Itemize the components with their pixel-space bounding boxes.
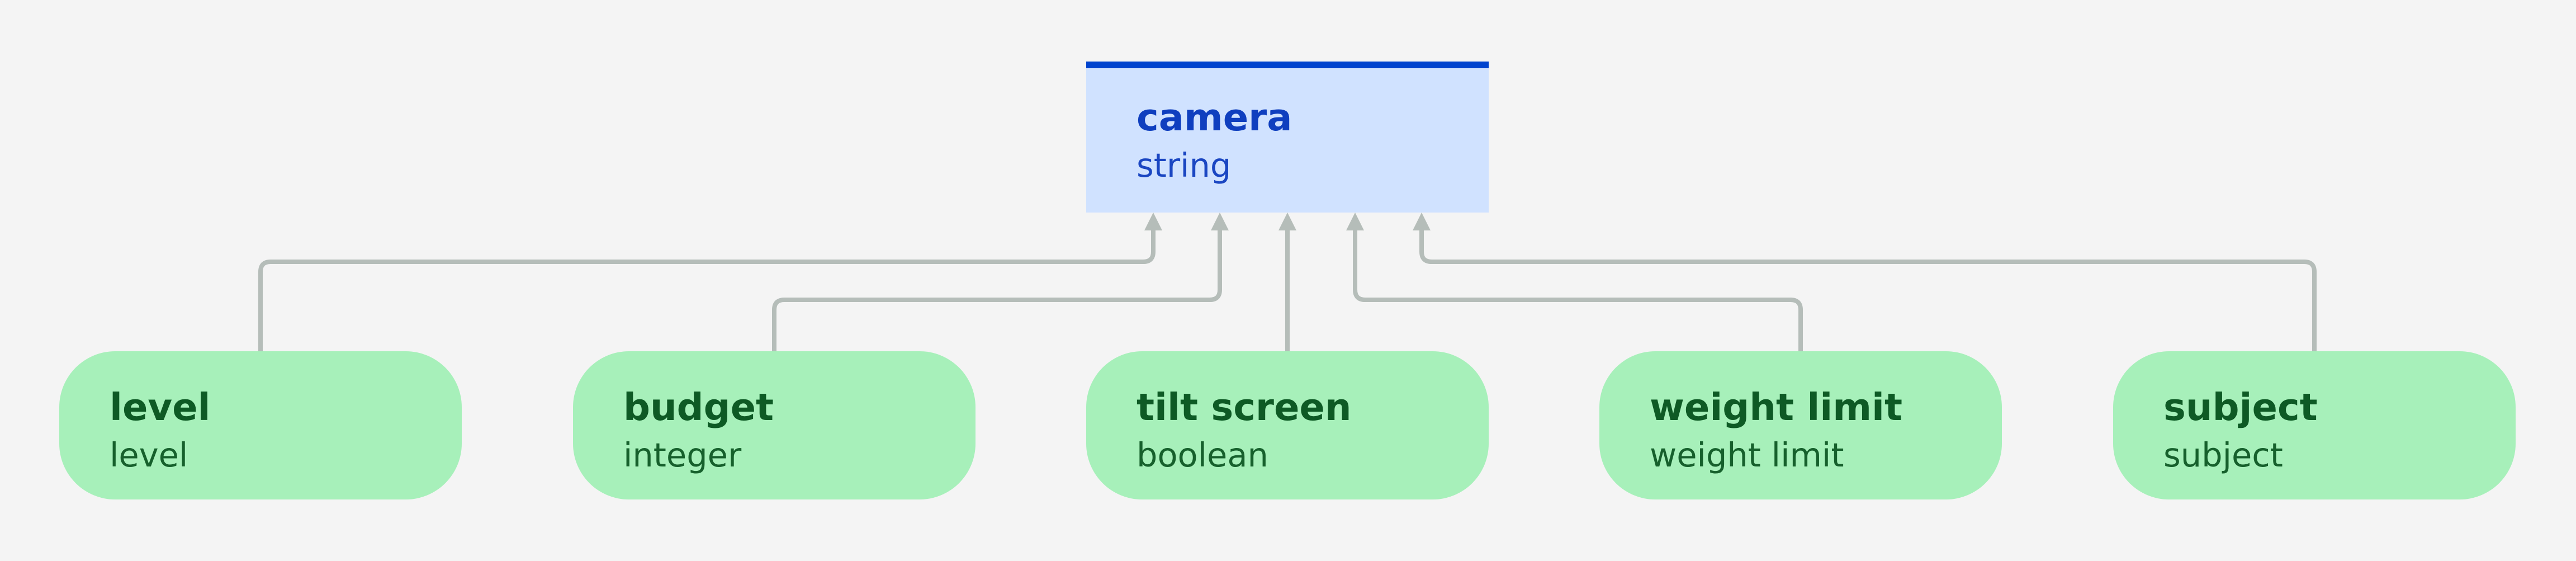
root-node-type: string [1137,146,1231,185]
child-node-name: subject [2163,385,2318,429]
edge-level-to-camera [258,227,1156,351]
arrowhead-weight-limit [1346,213,1364,230]
child-node-tilt-screen[interactable]: tilt screen boolean [1086,351,1489,499]
child-node-level[interactable]: level level [59,351,462,499]
edge-budget-to-camera [772,227,1222,351]
root-node-box [1086,62,1489,213]
child-node-name: tilt screen [1137,385,1352,429]
child-node-box [1599,351,2002,499]
child-node-name: level [110,385,211,429]
root-node-name: camera [1137,96,1292,139]
edge-subject-to-camera [1419,227,2317,351]
child-node-box [2113,351,2516,499]
arrowhead-subject [1413,213,1431,230]
arrowhead-level [1144,213,1162,230]
child-node-type: level [110,436,188,474]
edges [258,213,2317,351]
child-node-budget[interactable]: budget integer [573,351,976,499]
root-node-top-bar [1086,62,1489,68]
child-node-box [1086,351,1489,499]
child-node-name: weight limit [1650,385,1902,429]
child-node-type: boolean [1137,436,1268,474]
arrowhead-budget [1211,213,1229,230]
child-node-name: budget [623,385,774,429]
child-node-box [59,351,462,499]
child-node-subject[interactable]: subject subject [2113,351,2516,499]
child-node-type: subject [2163,436,2283,474]
child-node-type: integer [623,436,742,474]
child-node-box [573,351,976,499]
arrowhead-tilt-screen [1278,213,1296,230]
edge-weight-limit-to-camera [1353,227,1803,351]
root-node-camera[interactable]: camera string [1086,62,1489,213]
child-node-type: weight limit [1650,436,1844,474]
child-node-weight-limit[interactable]: weight limit weight limit [1599,351,2002,499]
